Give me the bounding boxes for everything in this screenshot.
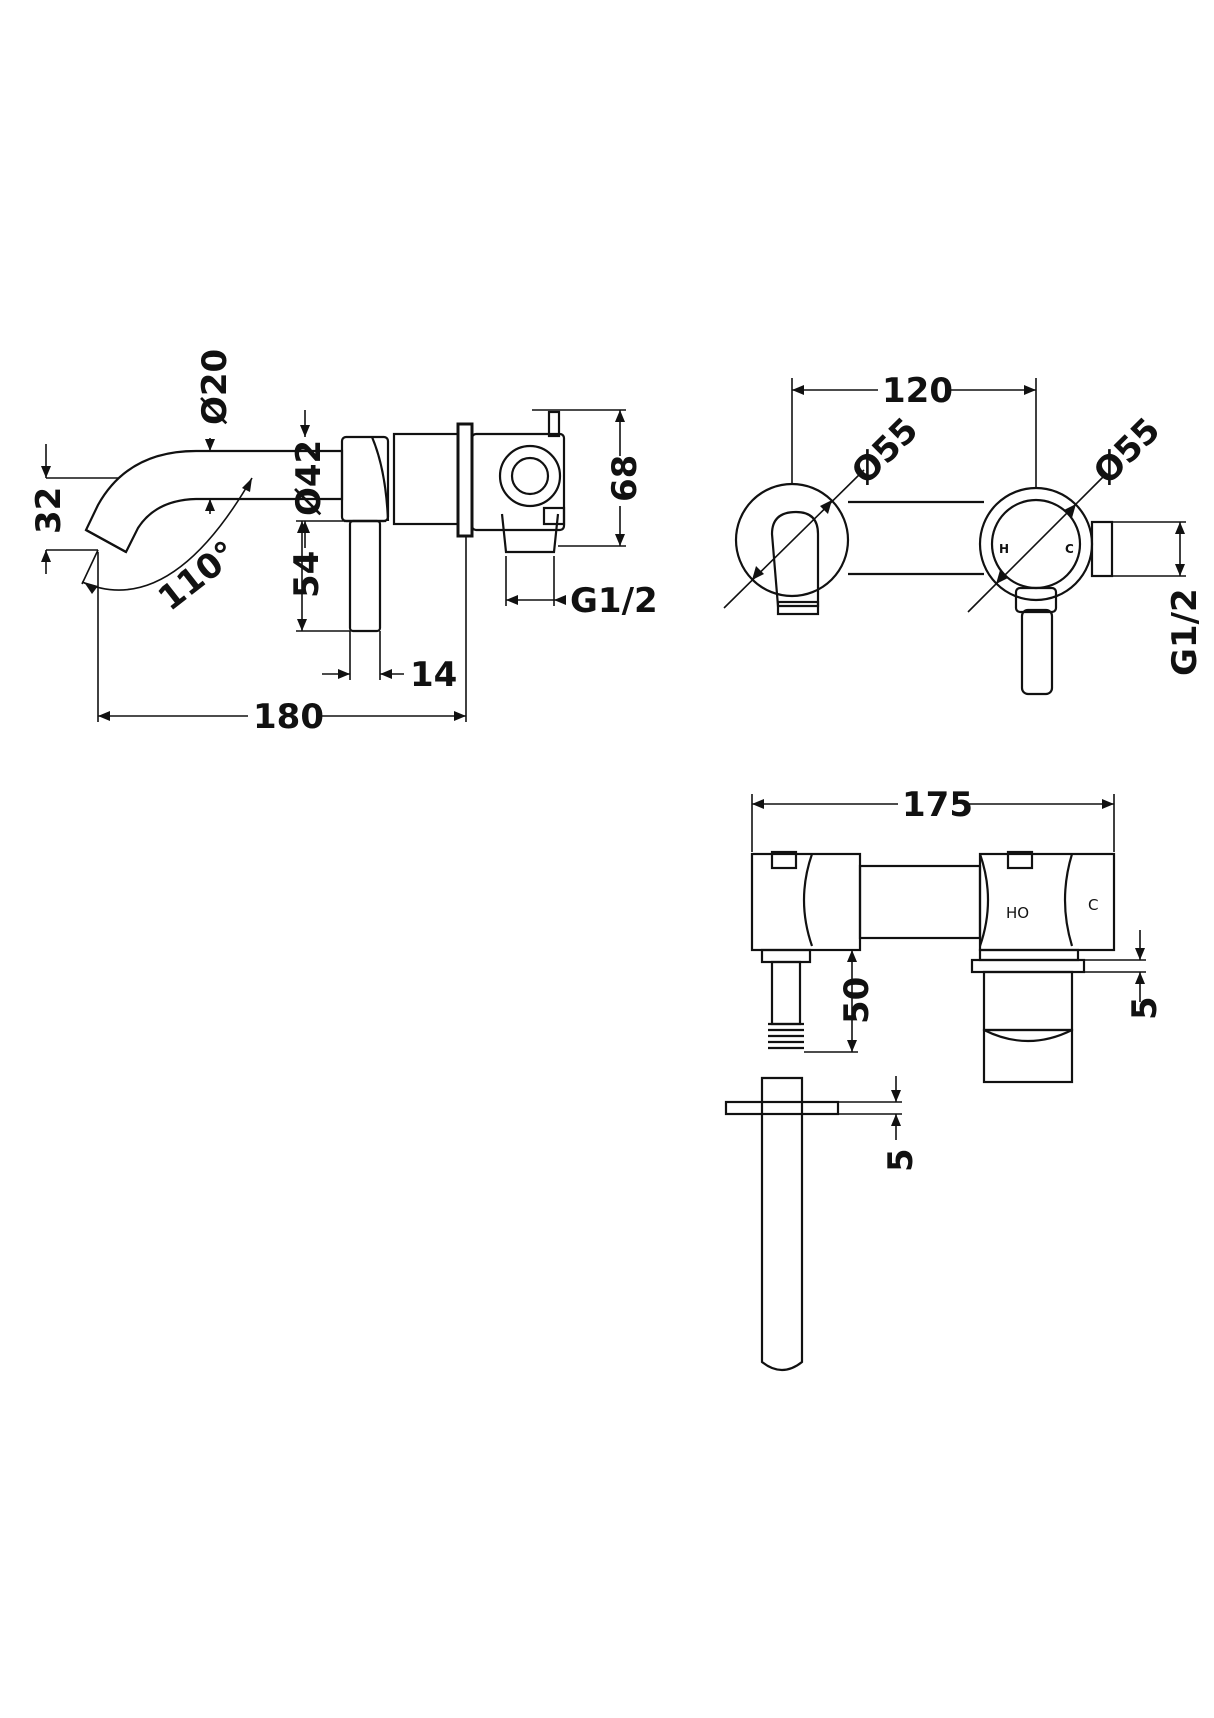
right-housing-curve [978, 853, 990, 947]
dim-lever-length: 54 [287, 551, 327, 598]
spout-tube [760, 1076, 804, 1372]
dim-arrow [752, 500, 832, 580]
label-cold-mark: C [1088, 896, 1098, 914]
lever-handle [348, 519, 382, 633]
clip [1006, 850, 1034, 870]
dim-arrow [242, 478, 252, 492]
valve-block [470, 432, 566, 532]
spout-flange [724, 1100, 840, 1116]
spout-outline [84, 449, 344, 554]
side-view: Ø20 Ø42 32 110° 54 14 [29, 349, 658, 737]
dim-diameter-spout: Ø20 [195, 349, 235, 425]
dim-arrow [506, 595, 566, 605]
stem-collar [760, 948, 812, 964]
spout-outlet [85, 529, 127, 553]
spout-base [340, 435, 390, 523]
sleeve-collar [978, 948, 1080, 962]
dim-arrow [1175, 522, 1185, 576]
sleeve-cap [982, 1028, 1074, 1084]
dim-arrow [297, 521, 307, 631]
dim-stem-length: 50 [837, 977, 877, 1024]
dim-width: 175 [902, 785, 973, 825]
dim-centres: 120 [882, 371, 953, 411]
dim-arrow [847, 950, 857, 1052]
valve-nut [542, 506, 566, 526]
dim-sleeve-thickness: 5 [1125, 996, 1165, 1020]
dim-angle: 110° [151, 533, 245, 619]
dim-arrow [1135, 948, 1145, 984]
left-housing [750, 852, 862, 952]
rough-in-view: HO C 50 5 175 [724, 785, 1165, 1372]
dim-front-connection: G1/2 [1165, 588, 1205, 676]
dim-extension [81, 549, 99, 585]
lever-handle [1020, 608, 1054, 696]
dim-diagonal [723, 469, 865, 609]
sleeve-flange [970, 958, 1086, 974]
dim-total-projection: 180 [253, 697, 324, 737]
valve-port-inner [510, 456, 550, 496]
dim-arrow [205, 439, 215, 511]
inlet-stub [1090, 520, 1114, 578]
left-housing-curve [802, 853, 814, 947]
spout-aerator [776, 600, 820, 616]
dim-lever-width: 14 [410, 655, 457, 695]
dim-arrow [84, 582, 98, 594]
stem-thread [768, 1022, 804, 1050]
right-housing-curve-2 [1063, 853, 1074, 947]
valve-tab [547, 410, 561, 438]
dim-arrow [338, 669, 392, 679]
stem [770, 960, 802, 1026]
dim-plate-left: Ø55 [844, 410, 926, 492]
dim-diagonal [967, 475, 1105, 613]
spout-front [770, 510, 820, 608]
lever-collar [1014, 586, 1058, 614]
clip [770, 850, 798, 870]
label-cold: C [1065, 542, 1074, 556]
dim-angle-arc [81, 477, 253, 591]
dim-spout-drop: 32 [29, 487, 69, 534]
label-hot-cold: HO [1006, 904, 1029, 922]
sleeve-body [982, 970, 1074, 1032]
dim-connection: G1/2 [570, 581, 658, 621]
spout-base-curve [370, 436, 390, 522]
dim-plate-right: Ø55 [1086, 410, 1168, 492]
wall-plate [456, 422, 474, 538]
dim-body-height: 68 [605, 455, 645, 502]
inlet-connection [500, 513, 560, 554]
dim-diameter-body: Ø42 [289, 440, 329, 516]
sleeve-curve [983, 1029, 1073, 1043]
valve-port-outer [498, 444, 562, 508]
connecting-pipe [858, 864, 982, 940]
dim-flange-thickness: 5 [881, 1148, 921, 1172]
front-view: H C 120 Ø55 Ø55 G1/2 [723, 371, 1205, 696]
dim-arrow [996, 504, 1076, 584]
label-hot: H [999, 542, 1009, 556]
dim-arrow [891, 1090, 901, 1126]
valve-body [392, 432, 460, 526]
